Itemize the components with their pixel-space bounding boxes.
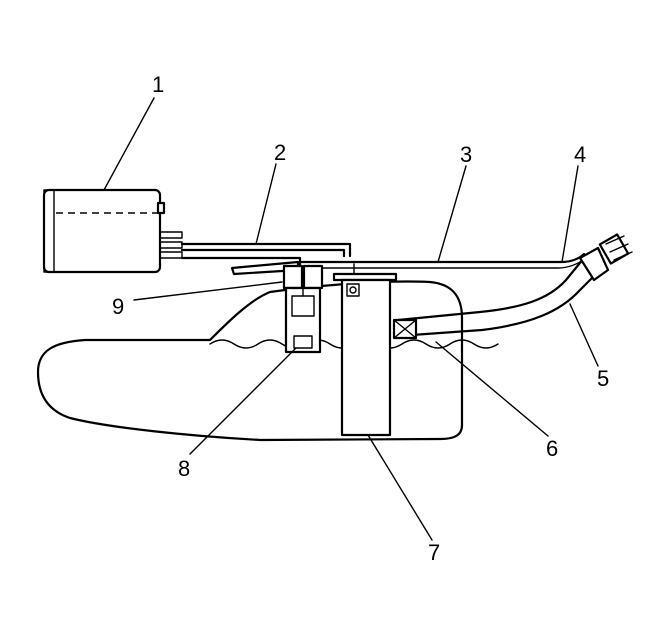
leader-2 bbox=[255, 163, 277, 245]
inlet-check-valve bbox=[392, 318, 418, 340]
filler-cap bbox=[578, 233, 633, 282]
fuel-sender-module bbox=[332, 263, 398, 437]
leader-9 bbox=[133, 281, 283, 301]
leader-7 bbox=[367, 434, 433, 541]
callout-4: 4 bbox=[574, 142, 586, 167]
vent-line bbox=[298, 252, 586, 264]
fuel-tank bbox=[36, 280, 464, 442]
callout-3: 3 bbox=[460, 142, 472, 167]
callout-1: 1 bbox=[152, 72, 164, 97]
leader-3 bbox=[437, 165, 467, 263]
callout-2: 2 bbox=[274, 140, 286, 165]
leader-8 bbox=[189, 347, 297, 455]
callout-8: 8 bbox=[178, 456, 190, 481]
leader-5 bbox=[569, 303, 599, 367]
leader-lines bbox=[103, 97, 599, 541]
callout-9: 9 bbox=[112, 294, 124, 319]
vent-valve-assembly bbox=[230, 260, 324, 354]
callout-6: 6 bbox=[546, 436, 558, 461]
leader-1 bbox=[103, 97, 155, 191]
callout-5: 5 bbox=[597, 366, 609, 391]
filler-pipe-lower bbox=[396, 270, 600, 338]
callout-7: 7 bbox=[428, 540, 440, 565]
evap-canister bbox=[42, 188, 183, 274]
leader-4 bbox=[561, 165, 579, 263]
leader-6 bbox=[435, 341, 549, 437]
filler-pipe bbox=[396, 256, 586, 322]
